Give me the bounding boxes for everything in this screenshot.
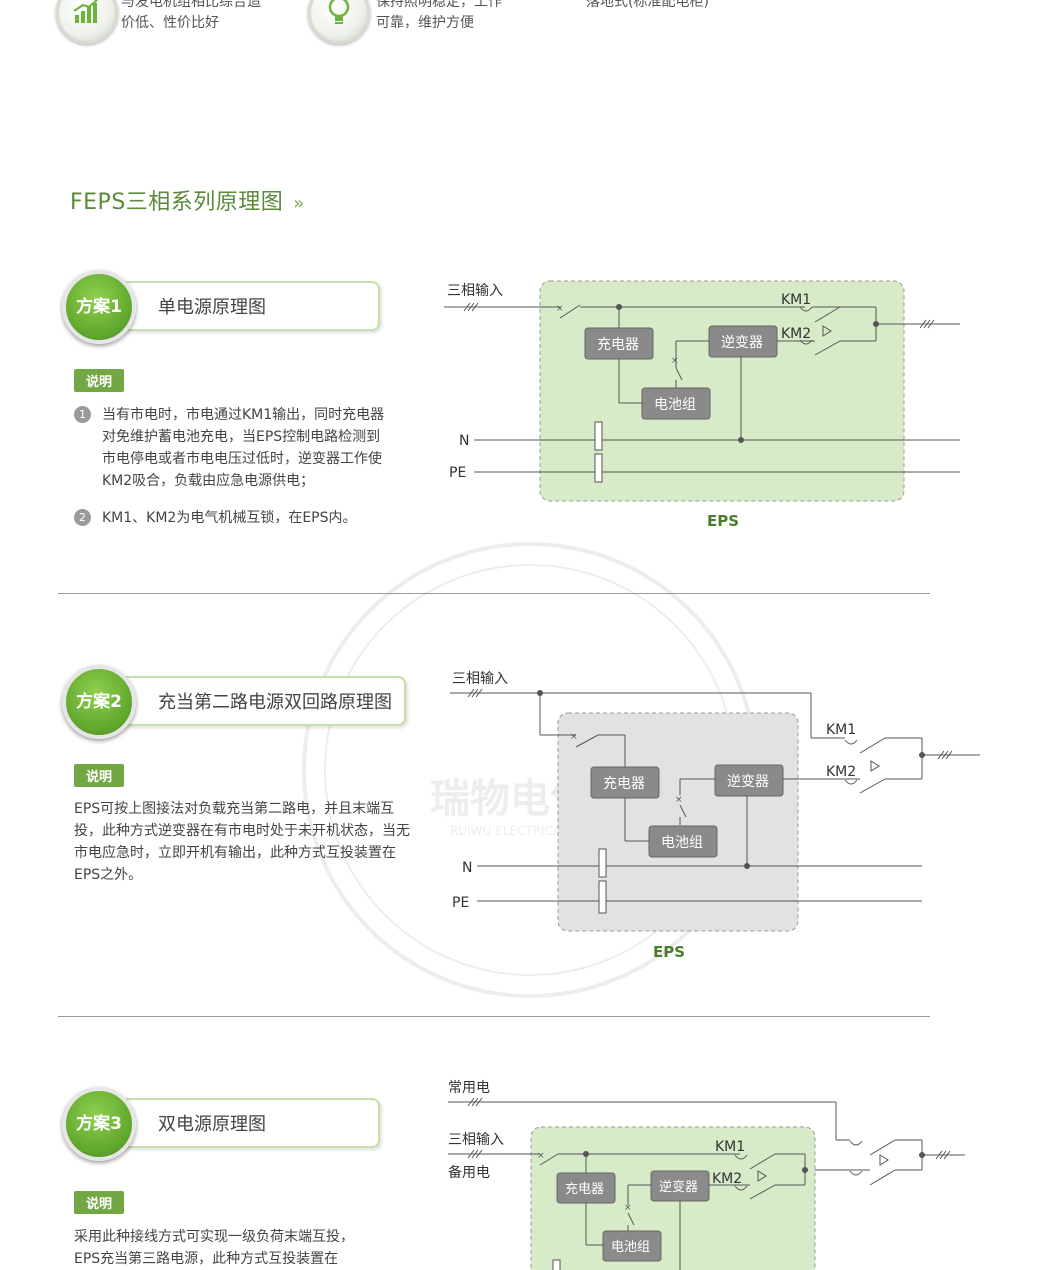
charger-label: 充电器 [565,1181,604,1197]
bar-chart-icon [73,0,99,23]
battery-box [648,825,718,858]
plan3-note-tag: 说明 [74,1191,125,1214]
inverter-box [714,764,784,797]
plan3-title-box: 双电源原理图 [110,1098,380,1148]
eps-label: EPS [707,512,739,530]
svg-text:×: × [624,1203,632,1213]
svg-text:×: × [537,1151,545,1161]
km1-label: KM1 [781,292,811,308]
plan1-badge: 方案1 [62,270,136,344]
inverter-label: 逆变器 [727,774,769,790]
eps-label: EPS [653,943,685,961]
svg-text:×: × [570,732,578,742]
km2-label: KM2 [781,326,811,342]
feature-text-lighting: 保持照明稳定，工作 可靠，维护方便 [376,0,502,31]
battery-box [641,387,711,420]
charger-label: 充电器 [603,776,645,792]
input-label: 三相输入 [447,283,503,299]
input-label: 三相输入 [452,671,508,687]
n-label: N [462,860,472,876]
km2-label: KM2 [712,1171,742,1187]
pe-label: PE [449,465,466,481]
km1-label: KM1 [826,722,856,738]
feature-text-floor-cabinet: 落地式(标准配电柜) [586,0,709,10]
battery-label: 电池组 [661,835,703,851]
pe-label: PE [452,895,469,911]
main-power-label: 常用电 [448,1080,490,1096]
divider [58,593,930,594]
inverter-label: 逆变器 [721,335,763,351]
double-chevron-icon: » [293,193,305,214]
svg-text:×: × [671,356,679,366]
plan2-description: EPS可按上图接法对负载充当第二路电，并且末端互投，此种方式逆变器在有市电时处于… [74,801,410,883]
plan1-title: 单电源原理图 [158,297,266,318]
plan3-badge: 方案3 [62,1087,136,1161]
feature-text-cost: 与发电机组相比综合造 价低、性价比好 [121,0,261,31]
section-title: FEPS三相系列原理图» [70,190,305,215]
plan1-title-box: 单电源原理图 [110,281,380,331]
plan1-note-tag: 说明 [74,369,125,392]
plan2-title: 充当第二路电源双回路原理图 [158,692,392,713]
plan1-item-1: 1 当有市电时，市电通过KM1输出，同时充电器对免维护蓄电池充电，当EPS控制电… [74,404,394,492]
battery-box [602,1230,662,1262]
plan2-badge: 方案2 [62,665,136,739]
eps-cabinet [557,712,799,932]
plan3-diagram: 常用电 三相输入 备用电 × KM1 KM2 充电器 逆变器 × 电池组 [448,1080,965,1270]
charger-label: 充电器 [597,337,639,353]
km1-label: KM1 [715,1139,745,1155]
feature-icon-cost [56,0,118,44]
input-label: 三相输入 [448,1132,504,1148]
plan1-item-2: 2 KM1、KM2为电气机械互锁，在EPS内。 [74,507,414,529]
plan3-description: 采用此种接线方式可实现一级负荷末端互投，EPS充当第三路电源，此种方式互投装置在 [74,1229,354,1267]
plan2-title-box: 充当第二路电源双回路原理图 [110,676,406,726]
number-badge: 2 [74,509,91,526]
divider [58,1016,930,1017]
svg-text:×: × [675,795,683,805]
battery-label: 电池组 [611,1240,650,1255]
inverter-label: 逆变器 [659,1179,698,1195]
plan2-note-tag: 说明 [74,764,125,787]
km2-label: KM2 [826,764,856,780]
plan2-diagram: 三相输入 × KM1 KM2 充电器 逆变器 × 电池组 N PE EPS [450,671,980,961]
plan1-diagram: 三相输入 × KM1 KM2 充电器 逆变器 × 电池组 N PE EPS [444,280,960,530]
feature-icon-lighting [308,0,370,44]
backup-power-label: 备用电 [448,1164,490,1181]
svg-text:×: × [556,304,564,314]
lightbulb-icon [328,0,350,24]
battery-label: 电池组 [654,397,696,413]
n-label: N [459,433,469,449]
plan3-title: 双电源原理图 [158,1114,266,1135]
number-badge: 1 [74,406,91,423]
